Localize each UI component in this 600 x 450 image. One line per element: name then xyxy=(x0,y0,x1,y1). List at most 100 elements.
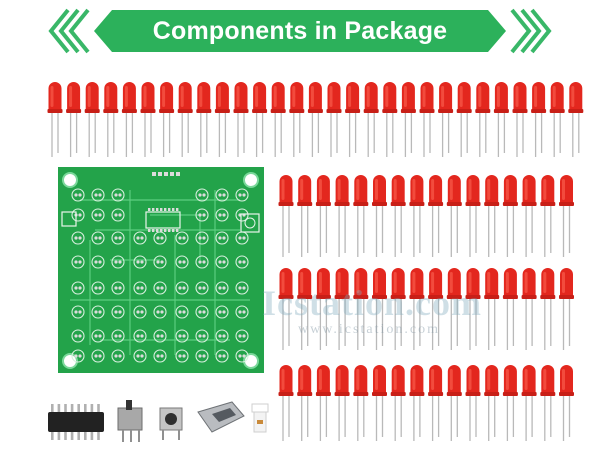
led-footprint xyxy=(91,329,105,343)
led-footprint xyxy=(215,305,229,319)
red-led xyxy=(103,82,119,157)
led-footprint xyxy=(195,349,209,363)
watermark-url: www.icstation.com xyxy=(298,322,440,337)
chevron-icon xyxy=(58,8,80,54)
red-led xyxy=(196,82,212,157)
led-footprint xyxy=(235,329,249,343)
led-footprint xyxy=(71,349,85,363)
led-footprint xyxy=(195,188,209,202)
led-footprint xyxy=(91,349,105,363)
led-footprint xyxy=(71,255,85,269)
banner xyxy=(48,8,552,54)
red-led xyxy=(297,175,313,257)
red-led xyxy=(502,174,518,257)
banner-chevrons-right xyxy=(510,8,552,54)
chevron-icon xyxy=(510,8,532,54)
red-led xyxy=(438,82,454,157)
red-led xyxy=(334,175,350,257)
red-led xyxy=(353,268,369,350)
red-led xyxy=(446,268,462,350)
red-led xyxy=(456,82,472,157)
red-led xyxy=(252,82,268,157)
led-footprint xyxy=(71,188,85,202)
red-led xyxy=(540,175,556,257)
red-led xyxy=(409,365,425,441)
red-led xyxy=(270,82,286,157)
red-led xyxy=(484,365,500,441)
led-footprint xyxy=(215,281,229,295)
red-led xyxy=(345,82,361,157)
led-footprint xyxy=(215,208,229,222)
mounting-hole xyxy=(62,172,78,188)
led-footprint xyxy=(195,281,209,295)
led-footprint xyxy=(153,349,167,363)
led-footprint xyxy=(133,305,147,319)
led-footprint xyxy=(235,255,249,269)
chevron-icon xyxy=(68,8,90,54)
red-led xyxy=(363,82,379,157)
led-footprint xyxy=(235,349,249,363)
red-led xyxy=(278,268,294,350)
red-led xyxy=(559,268,574,350)
red-led xyxy=(334,268,350,350)
red-led xyxy=(559,175,574,257)
led-footprint xyxy=(111,305,125,319)
red-led xyxy=(419,82,435,157)
led-footprint xyxy=(91,231,105,245)
red-led xyxy=(428,268,444,350)
led-footprint xyxy=(175,255,189,269)
red-led xyxy=(493,82,509,157)
led-footprint xyxy=(175,281,189,295)
led-footprint xyxy=(175,305,189,319)
red-led xyxy=(484,175,500,257)
red-led xyxy=(353,175,369,257)
led-footprint xyxy=(215,231,229,245)
red-led xyxy=(400,82,416,157)
led-footprint xyxy=(215,188,229,202)
led-footprint xyxy=(91,188,105,202)
led-footprint xyxy=(153,281,167,295)
led-footprint xyxy=(195,329,209,343)
led-row-top xyxy=(47,82,584,157)
red-led xyxy=(559,365,574,441)
red-led xyxy=(278,365,294,441)
led-footprint xyxy=(71,231,85,245)
led-footprint xyxy=(235,208,249,222)
led-footprint xyxy=(133,329,147,343)
red-led xyxy=(390,365,406,441)
mounting-hole xyxy=(243,172,259,188)
red-led xyxy=(84,82,100,157)
led-footprint xyxy=(175,349,189,363)
red-led xyxy=(390,268,406,350)
usb-connector-icon xyxy=(197,401,245,433)
red-led xyxy=(315,365,331,441)
led-footprint xyxy=(91,208,105,222)
slide-switch-icon xyxy=(117,400,143,442)
led-footprint xyxy=(133,255,147,269)
red-led xyxy=(540,365,556,441)
red-led xyxy=(307,82,323,157)
led-footprint xyxy=(71,281,85,295)
red-led xyxy=(159,82,175,157)
led-footprint xyxy=(175,231,189,245)
led-footprint xyxy=(111,208,125,222)
red-led xyxy=(428,365,444,441)
red-led xyxy=(334,365,350,441)
red-led xyxy=(372,365,387,441)
red-led xyxy=(521,268,537,350)
led-footprint xyxy=(111,349,125,363)
red-led xyxy=(233,82,249,157)
led-footprint xyxy=(153,305,167,319)
red-led xyxy=(315,268,331,350)
mounting-hole xyxy=(62,353,78,369)
red-led xyxy=(465,365,481,441)
red-led xyxy=(475,82,491,157)
red-led xyxy=(446,365,462,441)
led-footprint xyxy=(153,329,167,343)
led-footprint xyxy=(91,305,105,319)
led-footprint xyxy=(195,255,209,269)
red-led xyxy=(521,175,537,257)
red-led xyxy=(465,268,481,350)
red-led xyxy=(326,82,342,157)
